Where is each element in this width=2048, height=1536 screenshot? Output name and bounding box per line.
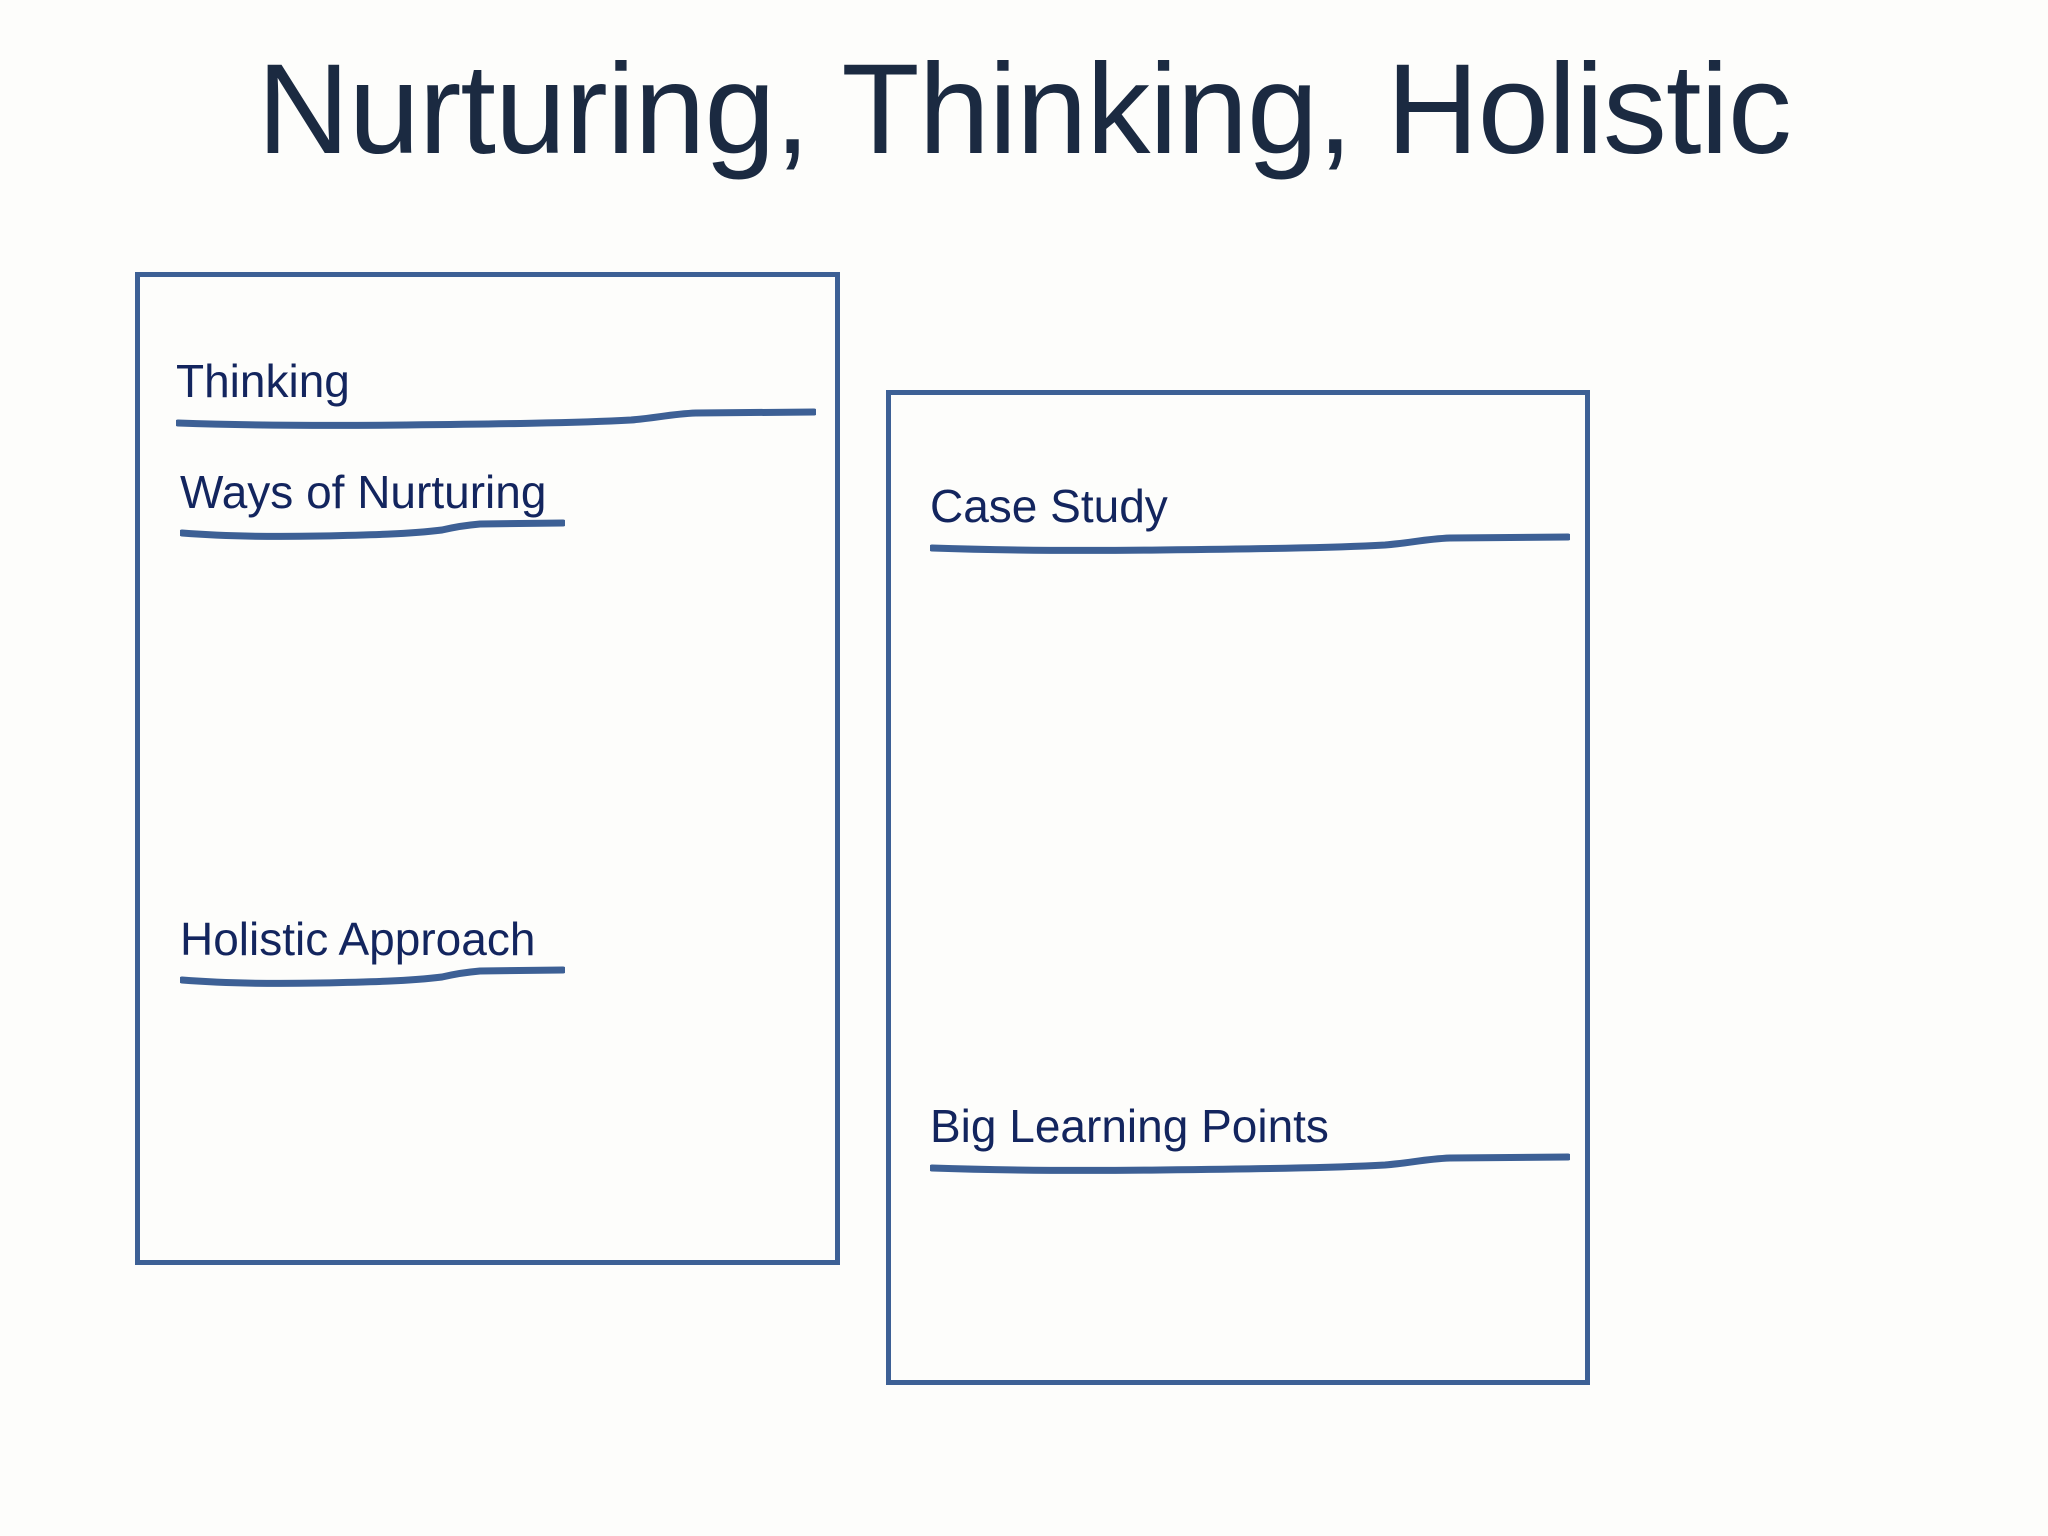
page-title: Nurturing, Thinking, Holistic	[257, 38, 1792, 181]
list-item-label: Ways of Nurturing	[180, 466, 547, 518]
hand-drawn-underline-icon	[930, 1153, 1570, 1175]
list-item-case-study[interactable]: Case Study	[930, 483, 1570, 555]
list-item-big-learning-points[interactable]: Big Learning Points	[930, 1103, 1570, 1175]
list-item-thinking[interactable]: Thinking	[176, 358, 816, 430]
list-item-ways-of-nurturing[interactable]: Ways of Nurturing	[180, 469, 565, 541]
left-content-box[interactable]	[135, 272, 840, 1265]
list-item-label: Big Learning Points	[930, 1100, 1329, 1152]
hand-drawn-underline-icon	[176, 408, 816, 430]
list-item-holistic-approach[interactable]: Holistic Approach	[180, 916, 565, 988]
hand-drawn-underline-icon	[180, 966, 565, 988]
hand-drawn-underline-icon	[180, 519, 565, 541]
list-item-label: Holistic Approach	[180, 913, 536, 965]
list-item-label: Case Study	[930, 480, 1168, 532]
hand-drawn-underline-icon	[930, 533, 1570, 555]
list-item-label: Thinking	[176, 355, 350, 407]
right-content-box[interactable]	[886, 390, 1590, 1385]
